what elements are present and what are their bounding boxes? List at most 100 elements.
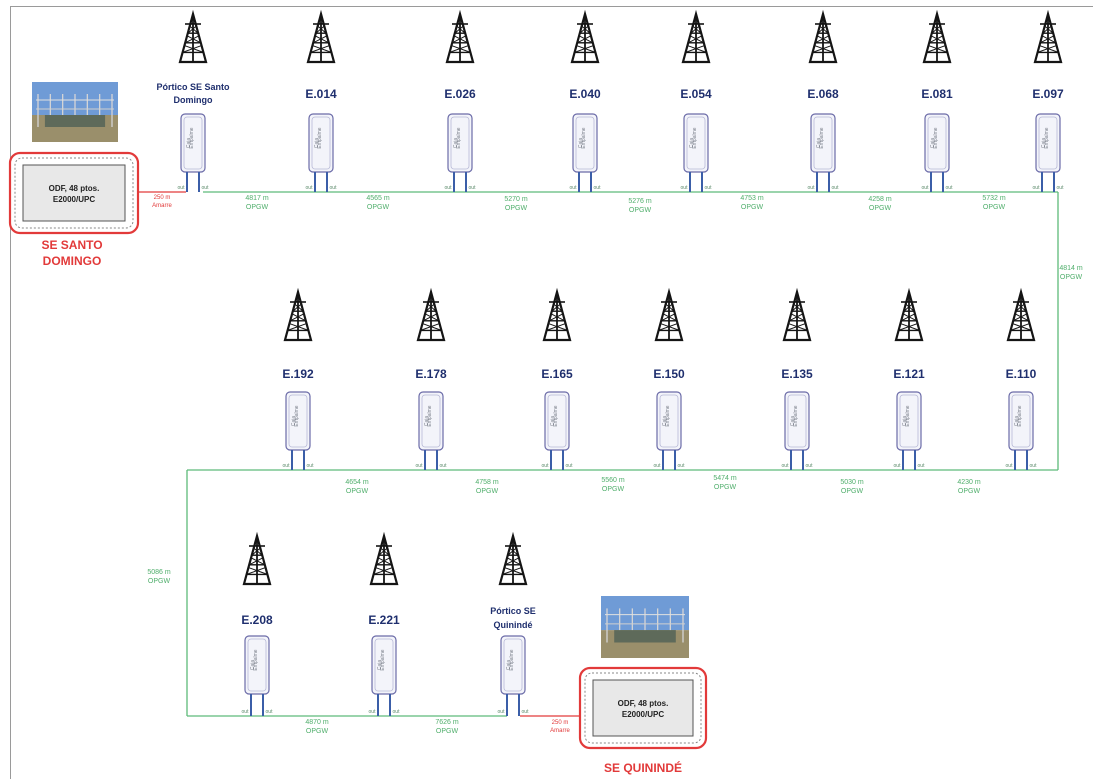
tower-icon	[242, 531, 272, 586]
cable-label-line: 5474 m	[713, 475, 737, 482]
splice-box-label: Empalme	[819, 127, 825, 148]
tower-icon	[1006, 287, 1036, 342]
splice-box-label: Empalme	[581, 127, 587, 148]
splice-box-body	[896, 391, 922, 451]
tower-brace	[814, 35, 829, 44]
tower-brace	[253, 538, 258, 546]
odf-panel: ODF, 48 ptos.E2000/UPC	[8, 151, 140, 235]
tower-label: Domingo	[174, 95, 213, 105]
cable-label-line: OPGW	[714, 484, 737, 491]
tower-label: E.014	[305, 87, 337, 101]
port-label: out	[202, 185, 210, 191]
port-label: out	[283, 463, 291, 469]
tower-brace	[310, 45, 329, 53]
port-label: out	[918, 463, 926, 469]
port-label: out	[469, 185, 477, 191]
splice-box-body	[683, 113, 709, 173]
tower-brace	[908, 294, 913, 302]
tower-brace	[660, 313, 675, 322]
cable-label-line: OPGW	[346, 488, 369, 495]
splice-box-inner	[686, 116, 706, 170]
tower-brace	[1018, 304, 1027, 312]
cable-label-line: 250 m	[552, 720, 569, 726]
tower-brace	[579, 26, 588, 34]
tower-brace	[451, 35, 466, 44]
port-label: out	[806, 463, 814, 469]
port-label: out	[242, 709, 250, 715]
tower-brace	[786, 323, 805, 331]
tower-brace	[789, 323, 808, 331]
tower-brace	[256, 538, 261, 546]
splice-box-inner	[787, 394, 807, 448]
splice-box-label: Empalme	[427, 405, 433, 426]
cable-label-line: OPGW	[741, 204, 764, 211]
splice-box-label: Caja	[314, 138, 320, 149]
odf-box	[22, 164, 126, 222]
tower-brace	[579, 35, 594, 44]
tower-brace	[663, 313, 678, 322]
tower-icon	[416, 287, 446, 342]
tower-icon	[922, 9, 952, 64]
splice-box-body	[285, 391, 311, 451]
tower-brace	[554, 304, 563, 312]
tower-brace	[313, 45, 332, 53]
tower-brace	[454, 35, 469, 44]
tower-brace	[548, 313, 563, 322]
odf-label: E2000/UPC	[53, 195, 95, 204]
tower-icon	[306, 9, 336, 64]
tower-icon	[542, 287, 572, 342]
tower-brace	[1010, 323, 1029, 331]
tower-label: E.208	[241, 613, 273, 627]
tower-label: E.040	[569, 87, 601, 101]
splice-box-label: Empalme	[933, 127, 939, 148]
splice-box-label: Caja	[250, 660, 256, 671]
cable-label-line: OPGW	[841, 488, 864, 495]
splice-box-inner	[503, 638, 523, 692]
tower-brace	[254, 548, 263, 556]
port-label: out	[1006, 463, 1014, 469]
splice-box-label: Empalme	[253, 649, 259, 670]
cable-label-line: OPGW	[505, 205, 528, 212]
tower-brace	[457, 26, 466, 34]
splice-box-label: Caja	[816, 138, 822, 149]
cable-label-line: Amarre	[152, 203, 172, 209]
tower-label: E.054	[680, 87, 712, 101]
splice-box-body	[656, 391, 682, 451]
splice-box-label: Empalme	[294, 405, 300, 426]
splice-box-inner	[374, 638, 394, 692]
splice-box-body	[180, 113, 206, 173]
port-label: out	[307, 463, 315, 469]
splice-box-label: Caja	[902, 416, 908, 427]
splice-box-label: Caja	[453, 138, 459, 149]
tower-brace	[249, 567, 268, 575]
tower-brace	[452, 45, 471, 53]
tower-brace	[1015, 313, 1030, 322]
splice-box-label: Empalme	[317, 127, 323, 148]
cable-label-line: Amarre	[550, 728, 570, 734]
tower-label: Pórtico SE	[490, 606, 536, 616]
tower-label: Quinindé	[494, 620, 533, 630]
splice-box-label: Caja	[1041, 138, 1047, 149]
tower-brace	[375, 557, 390, 566]
port-label: out	[306, 185, 314, 191]
cable-label-line: 4817 m	[245, 195, 269, 202]
port-label: out	[808, 185, 816, 191]
tower-brace	[581, 16, 586, 24]
cable-label-line: OPGW	[436, 728, 459, 735]
port-label: out	[894, 463, 902, 469]
